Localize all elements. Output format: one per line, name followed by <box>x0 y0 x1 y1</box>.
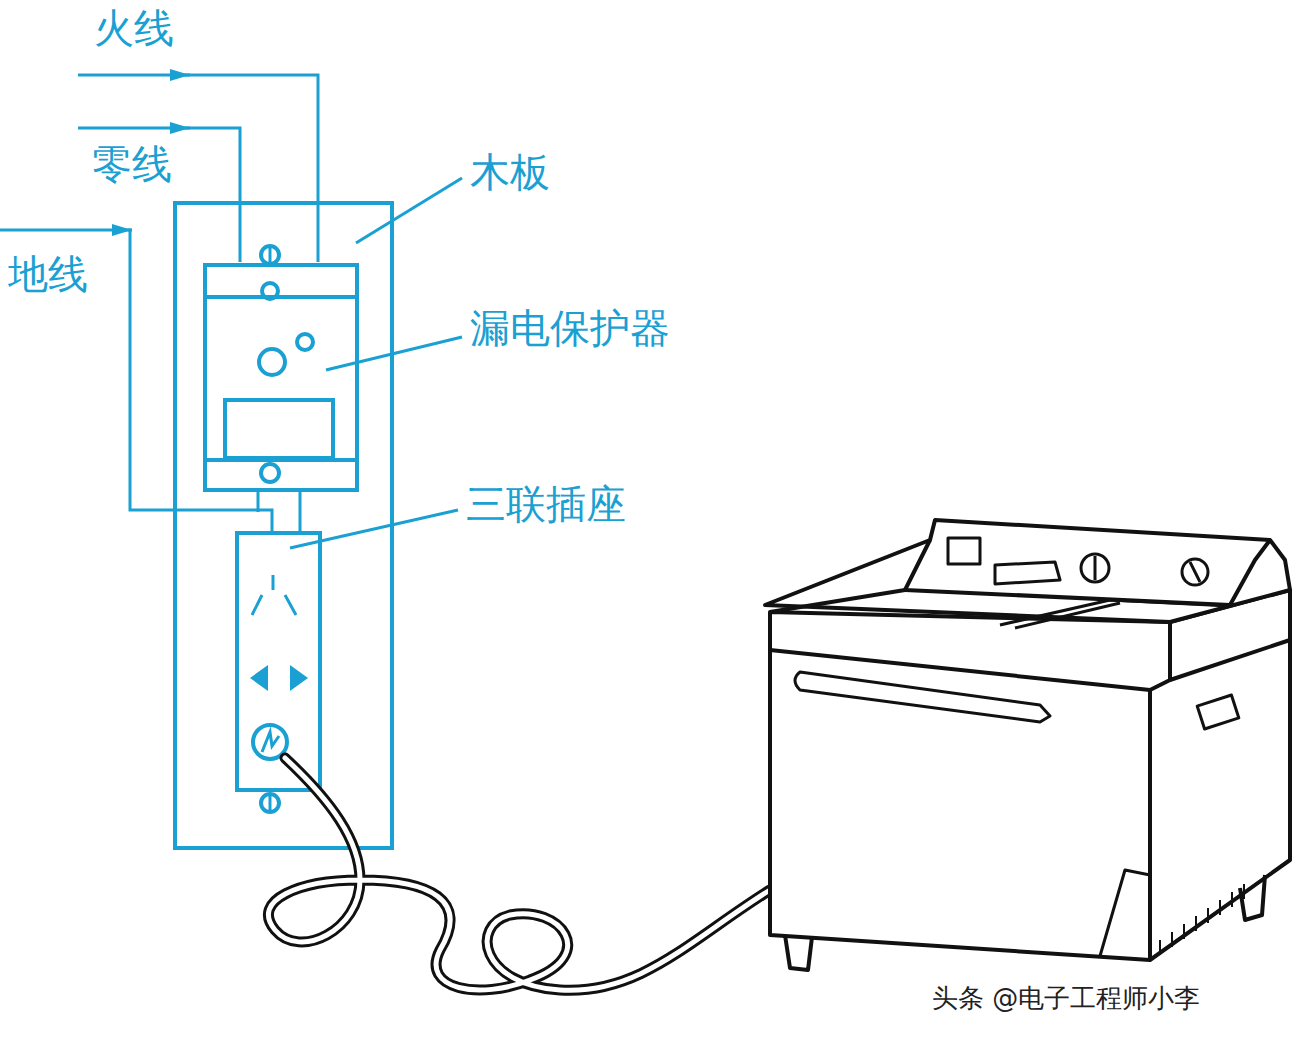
machine-vents <box>1160 884 1244 955</box>
vent-stroke <box>1231 892 1233 907</box>
washing-machine <box>765 520 1290 970</box>
vent-stroke <box>1171 932 1173 947</box>
board-and-devices <box>175 203 392 848</box>
vent-stroke <box>1195 916 1197 931</box>
power-cord <box>268 758 770 990</box>
triple-socket <box>237 533 320 790</box>
wire-label: 零线 <box>92 142 172 186</box>
vent-stroke <box>1159 940 1161 955</box>
leakage-protector <box>205 265 357 490</box>
vent-stroke <box>1243 884 1245 899</box>
wire-label: 地线 <box>8 252 88 296</box>
part-label: 漏电保护器 <box>470 306 670 350</box>
vent-stroke <box>1183 924 1185 939</box>
socket-symbols <box>250 665 308 691</box>
vent-stroke <box>1219 900 1221 915</box>
wooden-board <box>175 203 392 848</box>
vent-stroke <box>1207 908 1209 923</box>
part-label: 三联插座 <box>466 482 626 526</box>
wire-label: 火线 <box>94 6 174 50</box>
watermark: 头条 @电子工程师小李 <box>932 984 1200 1013</box>
part-label: 木板 <box>470 150 550 194</box>
